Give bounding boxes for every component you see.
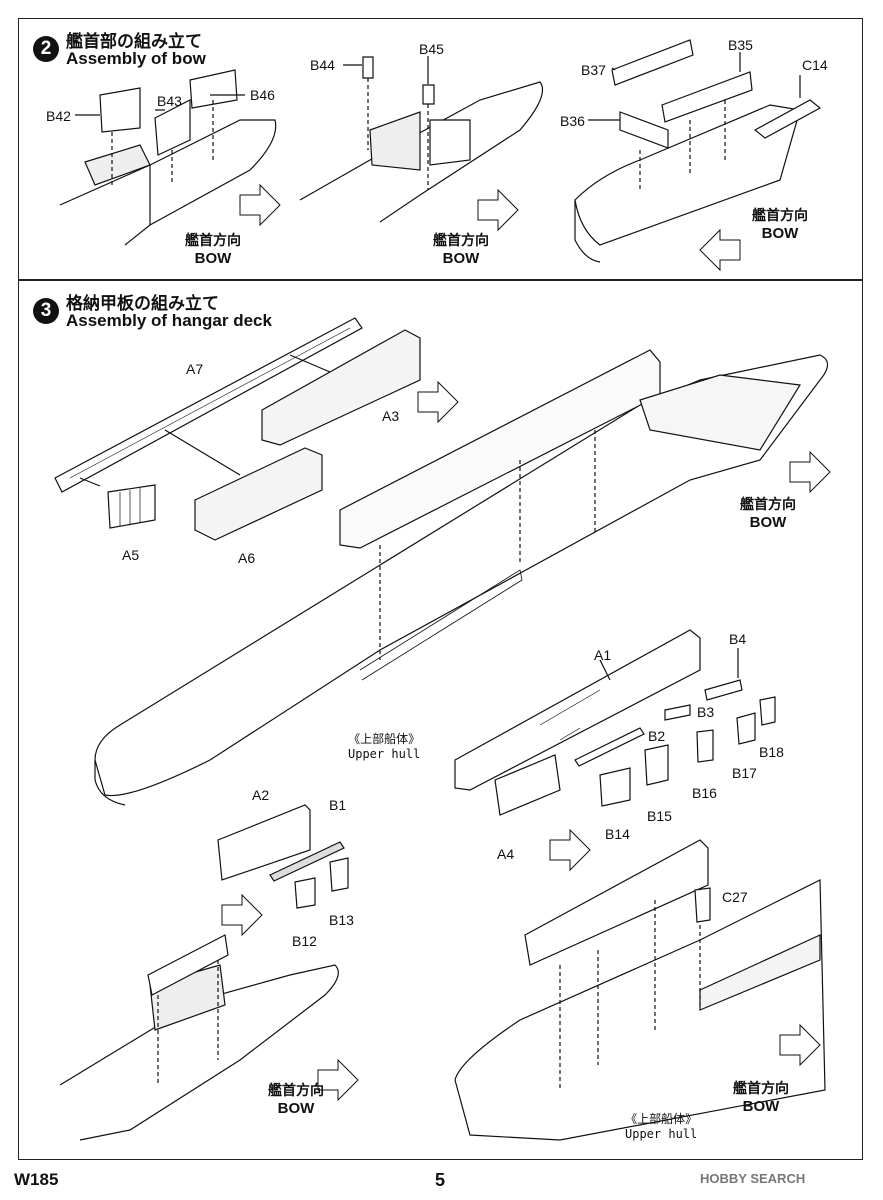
part-label-a3: A3 — [382, 408, 400, 424]
upper-hull-note-1: 《上部船体》Upper hull — [348, 732, 421, 761]
part-label-b45: B45 — [419, 41, 444, 57]
part-label-c27: C27 — [722, 889, 748, 905]
part-label-b42: B42 — [46, 108, 71, 124]
part-label-b17: B17 — [732, 765, 757, 781]
part-label-b12: B12 — [292, 933, 317, 949]
step-2-panel — [18, 18, 863, 280]
part-label-b35: B35 — [728, 37, 753, 53]
part-label-b13: B13 — [329, 912, 354, 928]
part-label-b46: B46 — [250, 87, 275, 103]
step-2-title-jp: 艦首部の組み立て — [66, 32, 202, 52]
page-number: 5 — [435, 1170, 446, 1190]
part-label-a7: A7 — [186, 361, 204, 377]
step-3-title-en: Assembly of hangar deck — [66, 311, 272, 330]
part-label-b37: B37 — [581, 62, 606, 78]
step-3-title-jp: 格納甲板の組み立て — [66, 294, 219, 314]
step-2-number: 2 — [33, 36, 59, 62]
part-label-b14: B14 — [605, 826, 630, 842]
part-label-b36: B36 — [560, 113, 585, 129]
part-label-c14: C14 — [802, 57, 828, 73]
part-label-a1: A1 — [594, 647, 612, 663]
step-3-panel — [18, 280, 863, 1160]
product-code: W185 — [14, 1170, 59, 1189]
watermark: HOBBY SEARCH — [700, 1171, 806, 1186]
part-label-a5: A5 — [122, 547, 140, 563]
step-2-title-en: Assembly of bow — [66, 49, 206, 68]
part-label-b15: B15 — [647, 808, 672, 824]
step-3-number: 3 — [33, 298, 59, 324]
part-label-b18: B18 — [759, 744, 784, 760]
part-label-a6: A6 — [238, 550, 256, 566]
part-label-b16: B16 — [692, 785, 717, 801]
part-label-b43: B43 — [157, 93, 182, 109]
step-2-illustration — [59, 39, 822, 272]
part-label-a2: A2 — [252, 787, 270, 803]
part-label-b44: B44 — [310, 57, 335, 73]
part-label-b4: B4 — [729, 631, 747, 647]
part-label-b3: B3 — [697, 704, 715, 720]
part-label-a4: A4 — [497, 846, 515, 862]
part-label-b1: B1 — [329, 797, 347, 813]
part-label-b2: B2 — [648, 728, 666, 744]
upper-hull-note-2: 《上部船体》Upper hull — [625, 1112, 698, 1141]
